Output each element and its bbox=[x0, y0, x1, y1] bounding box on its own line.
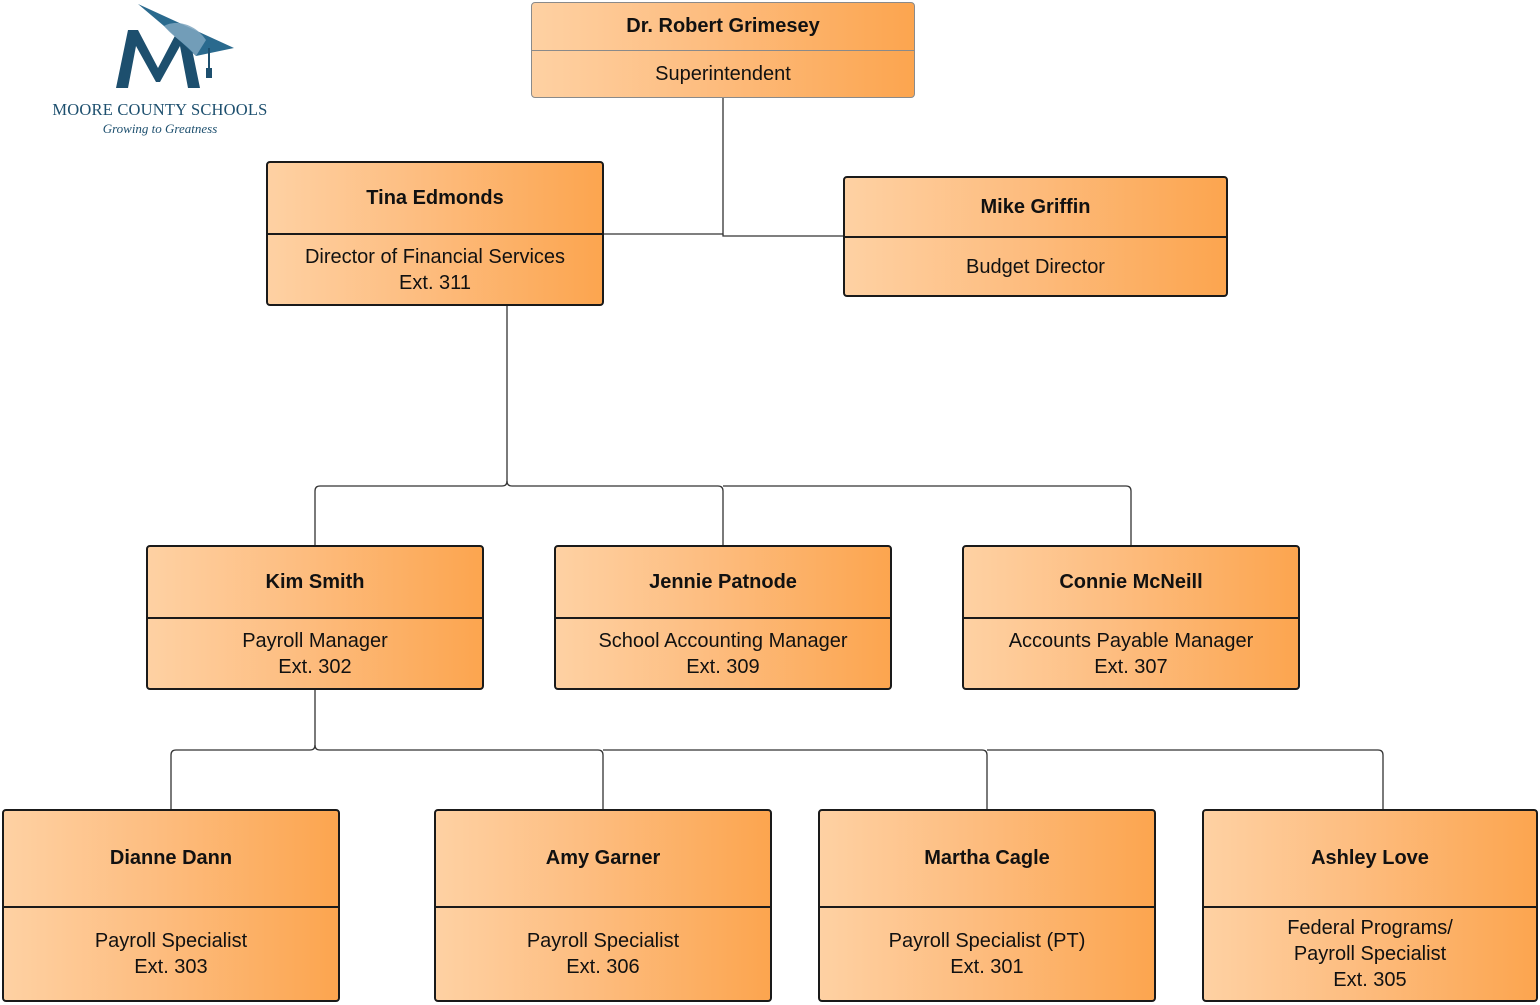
org-node-griffin: Mike Griffin Budget Director bbox=[843, 176, 1228, 297]
node-name: Dr. Robert Grimesey bbox=[532, 3, 914, 51]
org-node-edmonds: Tina Edmonds Director of Financial Servi… bbox=[266, 161, 604, 306]
node-role: Payroll Specialist Ext. 306 bbox=[436, 908, 770, 1000]
node-role: Payroll Specialist (PT) Ext. 301 bbox=[820, 908, 1154, 1000]
org-node-cagle: Martha Cagle Payroll Specialist (PT) Ext… bbox=[818, 809, 1156, 1002]
node-name: Ashley Love bbox=[1204, 811, 1536, 908]
node-role-line: Ext. 311 bbox=[399, 271, 471, 294]
logo-org-name: MOORE COUNTY SCHOOLS bbox=[52, 100, 268, 119]
node-name: Kim Smith bbox=[148, 547, 482, 619]
node-role-line: Budget Director bbox=[966, 255, 1105, 278]
node-role: Director of Financial Services Ext. 311 bbox=[268, 235, 602, 304]
connector-smith-dann bbox=[170, 690, 316, 810]
node-role-line: Payroll Specialist bbox=[1293, 943, 1447, 965]
node-role-line: Director of Financial Services bbox=[304, 245, 566, 268]
node-role-line: School Accounting Manager bbox=[598, 629, 848, 652]
node-role: Superintendent bbox=[532, 51, 914, 97]
node-role: Payroll Specialist Ext. 303 bbox=[4, 908, 338, 1000]
org-node-dann: Dianne Dann Payroll Specialist Ext. 303 bbox=[2, 809, 340, 1002]
org-node-garner: Amy Garner Payroll Specialist Ext. 306 bbox=[434, 809, 772, 1002]
node-role-line: Ext. 309 bbox=[686, 655, 760, 678]
connector-edmonds-patnode bbox=[506, 480, 724, 546]
node-role-line: Federal Programs/ bbox=[1287, 917, 1453, 939]
moore-county-schools-logo: MOORE COUNTY SCHOOLS Growing to Greatnes… bbox=[46, 0, 274, 140]
org-node-grimesey: Dr. Robert Grimesey Superintendent bbox=[531, 2, 915, 98]
connector-edmonds-smith bbox=[314, 303, 508, 546]
node-role-line: Payroll Specialist bbox=[94, 930, 248, 952]
node-name: Mike Griffin bbox=[845, 178, 1226, 238]
org-node-smith: Kim Smith Payroll Manager Ext. 302 bbox=[146, 545, 484, 690]
org-node-love: Ashley Love Federal Programs/ Payroll Sp… bbox=[1202, 809, 1538, 1002]
node-role: Federal Programs/ Payroll Specialist Ext… bbox=[1204, 908, 1536, 1000]
node-role: Accounts Payable Manager Ext. 307 bbox=[964, 619, 1298, 688]
node-role-line: Payroll Specialist (PT) bbox=[888, 930, 1086, 952]
node-name: Martha Cagle bbox=[820, 811, 1154, 908]
node-role-line: Superintendent bbox=[655, 63, 791, 85]
org-node-mcneill: Connie McNeill Accounts Payable Manager … bbox=[962, 545, 1300, 690]
connector-grimesey-edmonds bbox=[604, 98, 724, 235]
node-role-line: Ext. 301 bbox=[950, 956, 1024, 978]
node-role: Payroll Manager Ext. 302 bbox=[148, 619, 482, 688]
node-role-line: Payroll Manager bbox=[242, 629, 388, 652]
node-role: School Accounting Manager Ext. 309 bbox=[556, 619, 890, 688]
node-name: Connie McNeill bbox=[964, 547, 1298, 619]
node-name: Tina Edmonds bbox=[268, 163, 602, 235]
node-role-line: Ext. 307 bbox=[1094, 655, 1168, 678]
graduation-cap-m-icon bbox=[116, 4, 234, 88]
node-role-line: Ext. 302 bbox=[278, 655, 352, 678]
connector-grimesey-griffin bbox=[722, 234, 843, 237]
node-role-line: Ext. 305 bbox=[1333, 969, 1407, 991]
node-name: Amy Garner bbox=[436, 811, 770, 908]
connector-edmonds-mcneill bbox=[723, 485, 1132, 546]
org-node-patnode: Jennie Patnode School Accounting Manager… bbox=[554, 545, 892, 690]
connector-smith-love bbox=[987, 749, 1384, 810]
connector-smith-garner bbox=[314, 744, 604, 810]
node-role-line: Ext. 306 bbox=[566, 956, 640, 978]
node-role-line: Ext. 303 bbox=[134, 956, 208, 978]
connector-smith-cagle bbox=[603, 749, 988, 810]
node-role-line: Accounts Payable Manager bbox=[1008, 629, 1254, 652]
node-role-line: Payroll Specialist bbox=[526, 930, 680, 952]
node-name: Jennie Patnode bbox=[556, 547, 890, 619]
node-role: Budget Director bbox=[845, 238, 1226, 295]
node-name: Dianne Dann bbox=[4, 811, 338, 908]
logo-tagline: Growing to Greatness bbox=[102, 121, 218, 136]
